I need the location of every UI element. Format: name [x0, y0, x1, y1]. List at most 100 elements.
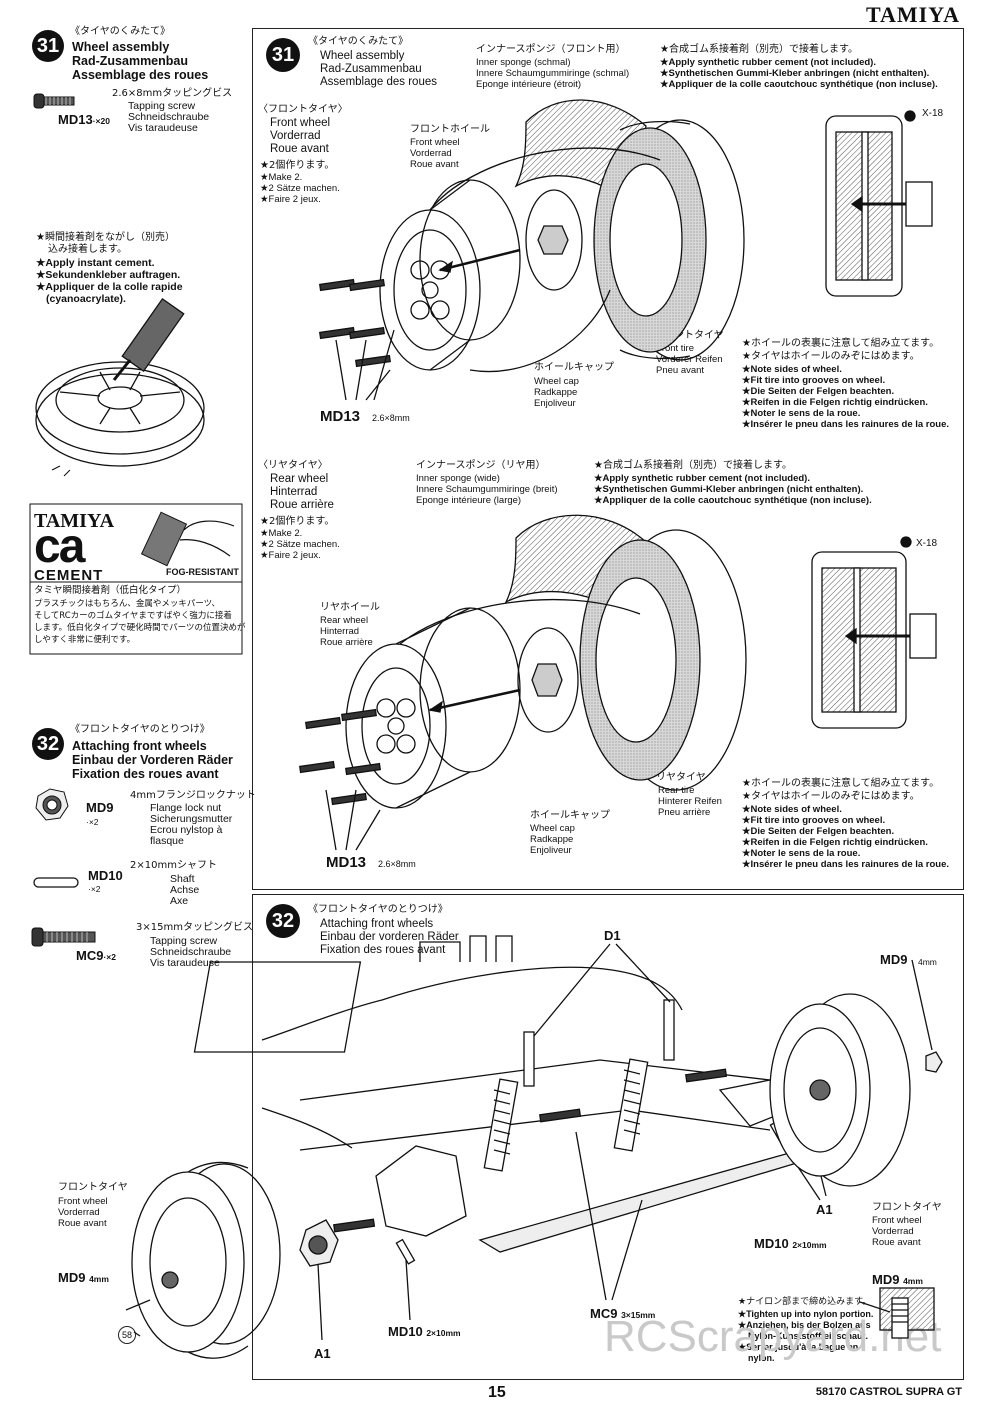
step-title-en: Wheel assembly [320, 50, 405, 62]
wheel-jp: フロントホイール [410, 124, 490, 135]
note-en1: ★Note sides of wheel. [742, 364, 842, 375]
md9-label-detail: MD9 4mm [872, 1272, 923, 1287]
step-title-jp: 《タイヤのくみたて》 [308, 36, 409, 47]
ad-jp4: します。低白化タイプで硬化時間でパーツの位置決めが [34, 623, 246, 633]
part-code: MC9·×2 [76, 948, 116, 963]
ftire-right-en: Front wheel [872, 1215, 922, 1226]
wheel-fr: Roue avant [410, 159, 459, 170]
step-title-en: Attaching front wheels [72, 739, 207, 753]
x18-label: X-18 [922, 108, 944, 119]
tire-jp: フロントタイヤ [654, 330, 724, 341]
part-de: Schneidschraube [150, 946, 232, 958]
sponge-en: Inner sponge (schmal) [476, 57, 571, 68]
ftire-left-jp: フロントタイヤ [58, 1182, 128, 1193]
md10-label-right: MD10 2×10mm [754, 1236, 827, 1251]
cap-jp: ホイールキャップ [534, 362, 614, 373]
sub-title-en: Front wheel [270, 117, 331, 129]
sponge-jp: インナースポンジ（フロント用） [476, 44, 626, 55]
page-number: 15 [488, 1384, 506, 1401]
make-en: ★Make 2. [260, 528, 303, 539]
step-title-de: Rad-Zusammenbau [72, 54, 188, 68]
glue-en: ★Apply synthetic rubber cement (not incl… [660, 57, 876, 68]
front-attach-frame [252, 894, 964, 1380]
cement-wheel-illustration [35, 297, 205, 477]
make-de: ★2 Sätze machen. [260, 539, 340, 550]
note-fr1: ★Noter le sens de la roue. [742, 408, 861, 419]
note-de2: ★Reifen in die Felgen richtig eindrücken… [742, 837, 928, 848]
part-size: 4mmフランジロックナット [130, 790, 256, 801]
brand-logo: TAMIYA [865, 2, 960, 27]
flange-nut-icon [35, 788, 69, 821]
part-de: Schneidschraube [128, 111, 210, 123]
sponge-de: Innere Schaumgummiringe (breit) [416, 484, 558, 495]
note-jp1: ★ホイールの表裏に注意して組み立てます。 [742, 338, 940, 349]
cap-en: Wheel cap [534, 376, 579, 387]
screw-size: 2.6×8mm [372, 413, 410, 423]
step-title-jp: 《タイヤのくみたて》 [70, 26, 171, 37]
screw-icon [31, 927, 96, 947]
part-fr: Vis taraudeuse [150, 957, 220, 969]
part-ref-circle: 58 [118, 1326, 136, 1344]
step-title-fr: Assemblage des roues [320, 76, 437, 88]
note-jp2: ★タイヤはホイールのみぞにはめます。 [742, 351, 920, 362]
note-fr1: ★Noter le sens de la roue. [742, 848, 861, 859]
note-de1: ★Die Seiten der Felgen beachten. [742, 826, 895, 837]
ftire-right-jp: フロントタイヤ [872, 1202, 942, 1213]
a1-label-left: A1 [314, 1346, 331, 1361]
sub-title-jp: 〈リヤタイヤ〉 [258, 460, 328, 471]
cement-en: ★Apply instant cement. [36, 257, 155, 269]
sub-title-de: Vorderrad [270, 130, 321, 142]
note-de2: ★Reifen in die Felgen richtig eindrücken… [742, 397, 928, 408]
step-title-en: Wheel assembly [72, 40, 170, 54]
cement-jp2: 込み接着します。 [48, 244, 127, 255]
step-number: 31 [32, 30, 64, 62]
part-code: MD13·×20 [58, 112, 110, 127]
part-fr: Vis taraudeuse [128, 122, 198, 134]
ad-jp5: しやすく非常に便利です。 [34, 635, 136, 645]
nylon-jp: ★ナイロン部まで締め込みます。 [738, 1297, 872, 1307]
wheel-fr: Roue arrière [320, 637, 373, 648]
tire-de: Hinterer Reifen [658, 796, 722, 807]
md9-label-top: MD9 [880, 952, 908, 967]
wheel-de: Hinterrad [320, 626, 360, 637]
part-en: Tapping screw [128, 100, 196, 112]
note-en2: ★Fit tire into grooves on wheel. [742, 815, 886, 826]
cement-fr: ★Appliquer de la colle rapide [36, 281, 183, 293]
sub-title-en: Rear wheel [270, 473, 329, 485]
sponge-de: Innere Schaumgummiringe (schmal) [476, 68, 630, 79]
step-number: 31 [266, 38, 300, 72]
ad-jp3: そしてRCカーのゴムタイヤまですばやく強力に接着 [34, 611, 232, 621]
glue-jp: ★合成ゴム系接着剤（別売）で接着します。 [594, 460, 792, 471]
cap-de: Radkappe [534, 387, 578, 398]
d1-label: D1 [604, 928, 621, 943]
sub-title-jp: 〈フロントタイヤ〉 [258, 104, 348, 115]
cap-fr: Enjoliveur [530, 845, 572, 856]
screw-size: 2.6×8mm [378, 859, 416, 869]
note-fr2: ★Insérer le pneu dans les rainures de la… [742, 859, 950, 870]
ftire-left-en: Front wheel [58, 1196, 108, 1207]
ad-jp1: タミヤ瞬間接着剤（低白化タイプ） [34, 585, 187, 596]
wheel-assembly-frame [252, 28, 964, 890]
note-fr2: ★Insérer le pneu dans les rainures de la… [742, 419, 950, 430]
step-title-en: Attaching front wheels [320, 918, 434, 930]
sponge-en: Inner sponge (wide) [416, 473, 500, 484]
step-number: 32 [32, 728, 64, 760]
cap-en: Wheel cap [530, 823, 575, 834]
make-de: ★2 Sätze machen. [260, 183, 340, 194]
part-en: Flange lock nut [150, 802, 222, 814]
part-qty: ·×2 [86, 817, 99, 827]
part-en: Shaft [170, 873, 195, 885]
step-title-fr: Fixation des roues avant [72, 767, 219, 781]
glue-de: ★Synthetischen Gummi-Kleber anbringen (n… [594, 484, 864, 495]
step-title-de: Rad-Zusammenbau [320, 63, 422, 75]
tire-fr: Pneu avant [656, 365, 705, 376]
a1-label-right: A1 [816, 1202, 833, 1217]
glue-fr: ★Appliquer de la colle caoutchouc synthé… [594, 495, 872, 506]
wheel-jp: リヤホイール [320, 602, 380, 613]
wheel-en: Front wheel [410, 137, 460, 148]
part-qty: ·×2 [88, 884, 101, 894]
cap-de: Radkappe [530, 834, 574, 845]
part-en: Tapping screw [150, 935, 218, 947]
make-fr: ★Faire 2 jeux. [260, 550, 321, 561]
step-title-jp: 《フロントタイヤのとりつけ》 [308, 904, 448, 915]
